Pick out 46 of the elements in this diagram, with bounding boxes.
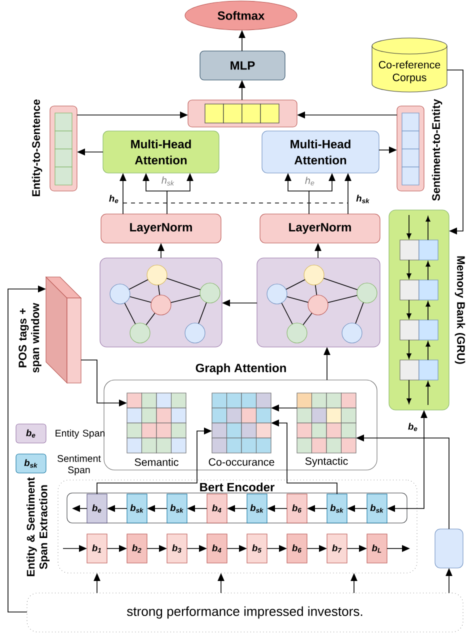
token-cell: b$_{e}$ bbox=[86, 494, 108, 524]
group-heading: Graph Attention bbox=[196, 363, 286, 375]
side-label: Entity & Sentiment Span Extraction bbox=[26, 477, 50, 576]
small-box bbox=[434, 528, 464, 568]
arrow bbox=[446, 70, 464, 234]
side-label: Sentiment Span bbox=[58, 454, 101, 476]
vector-box bbox=[188, 100, 298, 128]
layer-norm-box: LayerNorm bbox=[260, 214, 380, 244]
token-cell: b$_{sk}$ bbox=[166, 494, 188, 524]
token-cell: b$_{3}$ bbox=[166, 534, 188, 564]
token-cell: b$_{sk}$ bbox=[126, 494, 148, 524]
edge-label: h$_{sk}$ bbox=[355, 194, 371, 204]
token-cell: b$_{2}$ bbox=[126, 534, 148, 564]
group-heading: Bert Encoder bbox=[200, 482, 274, 492]
attention-box: Multi-Head Attention bbox=[262, 130, 380, 174]
graph-panel bbox=[256, 258, 380, 348]
token-cell: b$_{7}$ bbox=[326, 534, 348, 564]
token-cell: b$_{sk}$ bbox=[326, 494, 348, 524]
sentence-box: strong performance impressed investors. bbox=[26, 592, 464, 632]
token-cell: b$_{sk}$ bbox=[246, 494, 268, 524]
rotated-label: Sentiment-to-Entity bbox=[432, 99, 442, 201]
token-cell: b$_{6}$ bbox=[286, 534, 308, 564]
token-cell: b$_{4}$ bbox=[206, 534, 228, 564]
grid-caption: Syntactic bbox=[305, 457, 348, 467]
token-cell: b$_{1}$ bbox=[86, 534, 108, 564]
process-box: MLP bbox=[200, 50, 286, 80]
attention-box: Multi-Head Attention bbox=[102, 130, 220, 174]
grid-caption: Co-occurance bbox=[208, 458, 274, 466]
token-cell: b$_{4}$ bbox=[206, 494, 228, 524]
edge-label: h$_{e}$ bbox=[304, 176, 316, 186]
token-cell: b$_{5}$ bbox=[246, 534, 268, 564]
database-cylinder: Co-reference Corpus bbox=[372, 38, 448, 92]
grid-caption: Semantic bbox=[134, 458, 178, 466]
edge-label: h$_{sk}$ bbox=[160, 176, 176, 186]
ellipse-node: Softmax bbox=[184, 0, 298, 30]
side-label: Entity Span bbox=[56, 429, 104, 439]
layer-norm-box: LayerNorm bbox=[100, 214, 222, 244]
rotated-label: POS tags + span window bbox=[18, 302, 42, 373]
edge-label: h$_{e}$ bbox=[108, 194, 120, 204]
rotated-label: Entity-to-Sentence bbox=[32, 100, 42, 196]
edge-label: b$_{e}$ bbox=[407, 422, 419, 432]
rotated-label: Memory Bank (GRU) bbox=[454, 256, 466, 364]
graph-panel bbox=[100, 258, 222, 348]
token-cell: b$_{L}$ bbox=[366, 534, 388, 564]
token-cell: b$_{sk}$ bbox=[366, 494, 388, 524]
token-cell: b$_{6}$ bbox=[286, 494, 308, 524]
